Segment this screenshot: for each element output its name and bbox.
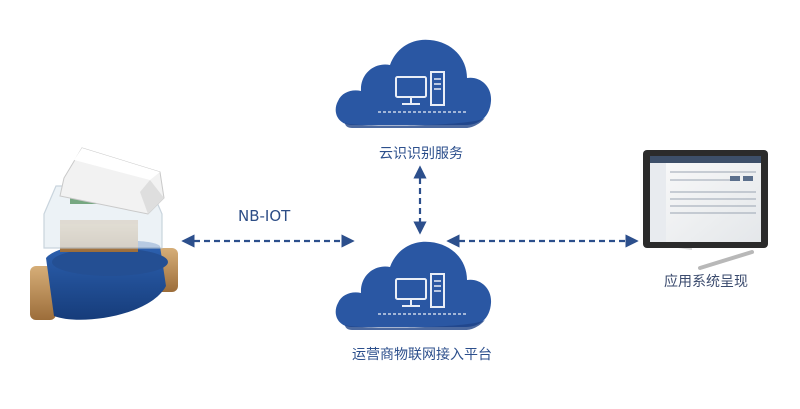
cloud-recognition-node <box>335 39 492 128</box>
cloud-platform-node <box>335 241 492 330</box>
cloud-recognition-label: 云识识别服务 <box>379 146 463 162</box>
app-display-label: 应用系统呈现 <box>664 274 748 290</box>
cloud-shape <box>335 241 492 327</box>
cloud-shape <box>335 39 492 126</box>
server-icon <box>378 273 468 315</box>
water-meter-image <box>30 147 178 320</box>
tablet-image <box>643 150 768 270</box>
protocol-label: NB-IOT <box>238 207 291 225</box>
server-icon <box>378 71 468 113</box>
carrier-platform-label: 运营商物联网接入平台 <box>352 347 492 363</box>
